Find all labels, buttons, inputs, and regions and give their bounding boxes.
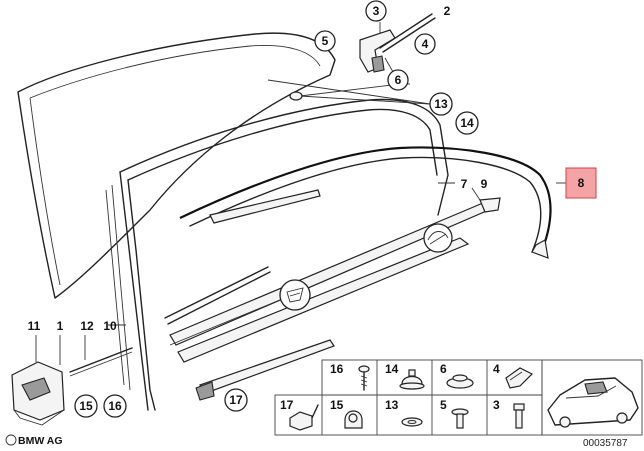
svg-text:17: 17 — [229, 393, 243, 407]
door-window-frame — [105, 98, 449, 411]
svg-text:17: 17 — [280, 398, 294, 412]
callout-10: 10 — [103, 319, 117, 333]
inner-rail — [209, 189, 321, 224]
callout-2: 2 — [444, 4, 451, 18]
svg-text:14: 14 — [385, 362, 399, 376]
grid-label-13: 13 — [385, 398, 399, 412]
callout-1: 1 — [57, 319, 64, 333]
callout-9: 9 — [481, 177, 488, 191]
lower-guide-strip — [195, 339, 335, 401]
horizontal-rods — [164, 266, 281, 346]
svg-text:15: 15 — [79, 399, 93, 413]
svg-text:16: 16 — [330, 362, 344, 376]
window-motor — [11, 361, 65, 426]
callout-14: 14 — [455, 111, 479, 135]
svg-text:14: 14 — [460, 116, 474, 130]
callout-17: 17 — [224, 388, 248, 412]
part-6-cap — [446, 374, 474, 389]
callout-7: 7 — [461, 177, 468, 191]
svg-text:11: 11 — [28, 319, 41, 333]
callout-16: 16 — [103, 394, 127, 418]
svg-text:3: 3 — [373, 4, 380, 18]
svg-text:3: 3 — [493, 398, 500, 412]
reference-number: 00035787 — [583, 438, 628, 449]
svg-text:15: 15 — [330, 398, 344, 412]
svg-text:6: 6 — [440, 362, 447, 376]
parts-grid — [274, 359, 643, 436]
clip-detail-lower — [279, 279, 311, 311]
part-13-washer — [401, 417, 423, 427]
glass-pin — [289, 91, 303, 101]
grid-label-14: 14 — [385, 362, 399, 376]
part-3-bolt — [513, 403, 525, 429]
svg-text:00035787: 00035787 — [583, 438, 628, 449]
part-4-clip — [505, 367, 534, 389]
bracket-assembly — [359, 13, 436, 73]
bmw-logo: BMW AG — [5, 434, 63, 447]
part-16-screw — [358, 365, 370, 391]
svg-text:13: 13 — [385, 398, 399, 412]
side-window-glass — [17, 32, 336, 299]
callout-3: 3 — [365, 0, 387, 22]
frame-trim-strip — [179, 146, 552, 259]
part-17-bracket — [289, 404, 319, 431]
callout-13: 13 — [429, 92, 453, 116]
callout-5: 5 — [314, 30, 336, 52]
svg-text:4: 4 — [493, 362, 500, 376]
callout-11: 11 — [28, 319, 41, 333]
grid-label-17: 17 — [280, 398, 294, 412]
svg-text:BMW AG: BMW AG — [18, 435, 63, 447]
grid-label-16: 16 — [330, 362, 344, 376]
callout-15: 15 — [74, 394, 98, 418]
svg-text:10: 10 — [103, 319, 117, 333]
svg-text:5: 5 — [322, 34, 329, 48]
svg-text:6: 6 — [395, 73, 402, 87]
part-15-clamp — [344, 410, 363, 429]
grid-label-4: 4 — [493, 362, 500, 376]
lower-sill-strip — [169, 197, 501, 363]
callout-6: 6 — [387, 69, 409, 91]
callout-8-highlighted: 8 — [565, 167, 597, 199]
svg-text:8: 8 — [578, 176, 585, 190]
svg-text:13: 13 — [434, 97, 448, 111]
grid-label-15: 15 — [330, 398, 344, 412]
car-silhouette — [547, 377, 639, 428]
svg-text:7: 7 — [461, 177, 468, 191]
svg-text:1: 1 — [57, 319, 64, 333]
svg-text:5: 5 — [440, 398, 447, 412]
grid-label-6: 6 — [440, 362, 447, 376]
callout-4: 4 — [414, 33, 436, 55]
svg-text:16: 16 — [108, 399, 122, 413]
svg-text:12: 12 — [80, 319, 94, 333]
clip-detail-upper — [423, 223, 453, 253]
svg-text:2: 2 — [444, 4, 451, 18]
callout-12: 12 — [80, 319, 94, 333]
part-14-grommet — [399, 369, 425, 390]
window-cable — [69, 347, 133, 377]
svg-text:4: 4 — [422, 37, 429, 51]
part-5-bolt — [451, 408, 469, 429]
grid-label-3: 3 — [493, 398, 500, 412]
svg-text:9: 9 — [481, 177, 488, 191]
grid-label-5: 5 — [440, 398, 447, 412]
